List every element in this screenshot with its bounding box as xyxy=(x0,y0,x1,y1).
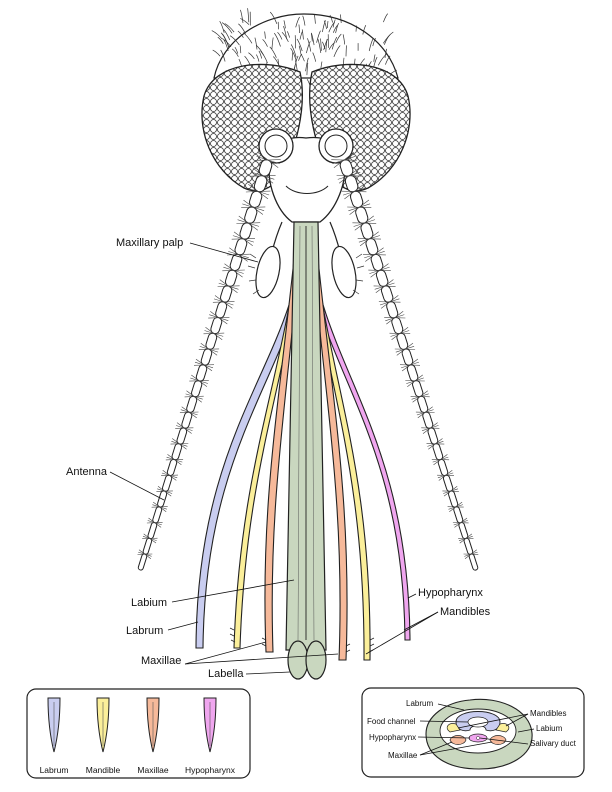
left-palp-segment xyxy=(255,245,281,299)
antennae xyxy=(137,152,479,571)
left-antenna xyxy=(137,152,281,571)
label-hypopharynx: Hypopharynx xyxy=(418,587,483,599)
maxillary-palps xyxy=(247,221,365,299)
legend-frame xyxy=(26,688,251,779)
legend-label: Labrum xyxy=(40,765,69,775)
legend-label: Mandible xyxy=(86,765,121,775)
label-labella: Labella xyxy=(208,668,244,680)
legend-item-labrum: Labrum xyxy=(40,697,69,775)
left-maxilla-stylet xyxy=(264,239,302,653)
legend-item-hypopharynx: Hypopharynx xyxy=(185,697,236,775)
cs-label-mandibles: Mandibles xyxy=(530,709,566,718)
right-labellum xyxy=(305,640,327,680)
right-antenna xyxy=(331,152,479,571)
label-labrum: Labrum xyxy=(126,625,163,637)
left-labellum xyxy=(287,640,309,680)
labels: Maxillary palp Antenna Labium Labrum Max… xyxy=(66,237,491,680)
cs-label-hypopharynx: Hypopharynx xyxy=(369,733,416,742)
legend-item-mandible: Mandible xyxy=(86,697,121,775)
cs-label-labium: Labium xyxy=(536,724,563,733)
label-maxillae: Maxillae xyxy=(141,655,181,667)
legend-label: Maxillae xyxy=(137,765,168,775)
cs-label-labrum: Labrum xyxy=(406,699,433,708)
stylet-legend: Labrum Mandible Maxillae Hypopharynx xyxy=(26,688,251,779)
head xyxy=(201,8,411,223)
legend-item-maxillae: Maxillae xyxy=(137,697,169,775)
cs-label-salivary-duct: Salivary duct xyxy=(530,739,577,748)
right-maxilla-stylet xyxy=(310,239,348,661)
legend-label: Hypopharynx xyxy=(185,765,236,775)
cs-mandible-left xyxy=(446,723,461,733)
right-palp-segment xyxy=(331,245,357,299)
cs-mandible-right xyxy=(495,723,510,733)
cross-section-panel: Labrum Mandibles Food channel Labium Hyp… xyxy=(361,687,585,778)
label-antenna: Antenna xyxy=(66,466,108,478)
label-maxillary-palp: Maxillary palp xyxy=(116,237,183,249)
label-mandibles: Mandibles xyxy=(440,606,491,618)
cs-label-maxillae: Maxillae xyxy=(388,751,418,760)
cs-label-food-channel: Food channel xyxy=(367,717,416,726)
proboscis xyxy=(195,221,411,680)
cs-maxilla-left xyxy=(449,735,467,745)
label-labium: Labium xyxy=(131,597,167,609)
